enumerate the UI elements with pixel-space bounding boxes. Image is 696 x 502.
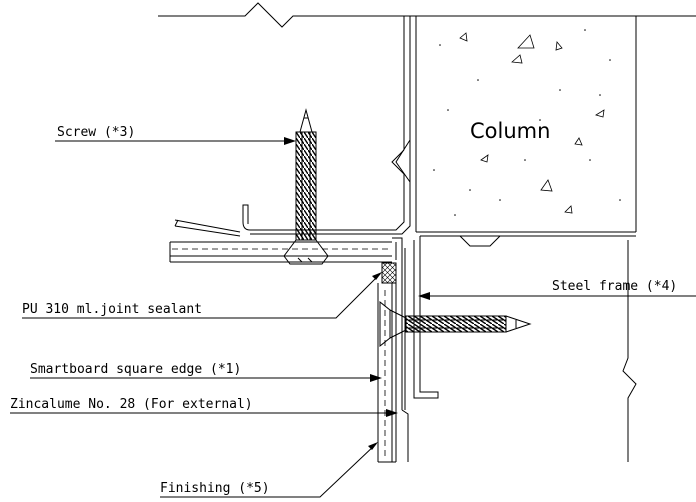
column-label: Column [470, 119, 550, 143]
leader-sealant [22, 272, 382, 319]
top-break-line [158, 2, 696, 28]
concrete-hatch [433, 29, 621, 216]
leader-smartboard [30, 374, 382, 382]
leader-finishing [160, 442, 378, 498]
horizontal-screw [379, 300, 532, 348]
vertical-screw [283, 108, 329, 265]
steel-frame-vertical [242, 16, 411, 235]
leader-steel-frame [418, 292, 696, 300]
top-cladding [174, 219, 241, 237]
column-outline [409, 16, 637, 462]
label-zincalume: Zincalume No. 28 (For external) [10, 397, 253, 412]
joint-sealant-block [381, 262, 397, 284]
label-screw: Screw (*3) [57, 125, 135, 140]
label-steel-frame: Steel frame (*4) [552, 279, 677, 294]
leader-screw [55, 137, 296, 145]
steel-frame-horizontal [413, 235, 636, 399]
label-sealant: PU 310 ml.joint sealant [22, 302, 202, 317]
label-smartboard: Smartboard square edge (*1) [30, 362, 241, 377]
label-finishing: Finishing (*5) [160, 481, 270, 496]
vertical-panel [377, 248, 409, 463]
leader-zincalume [10, 409, 398, 417]
horizontal-panel [169, 237, 403, 410]
